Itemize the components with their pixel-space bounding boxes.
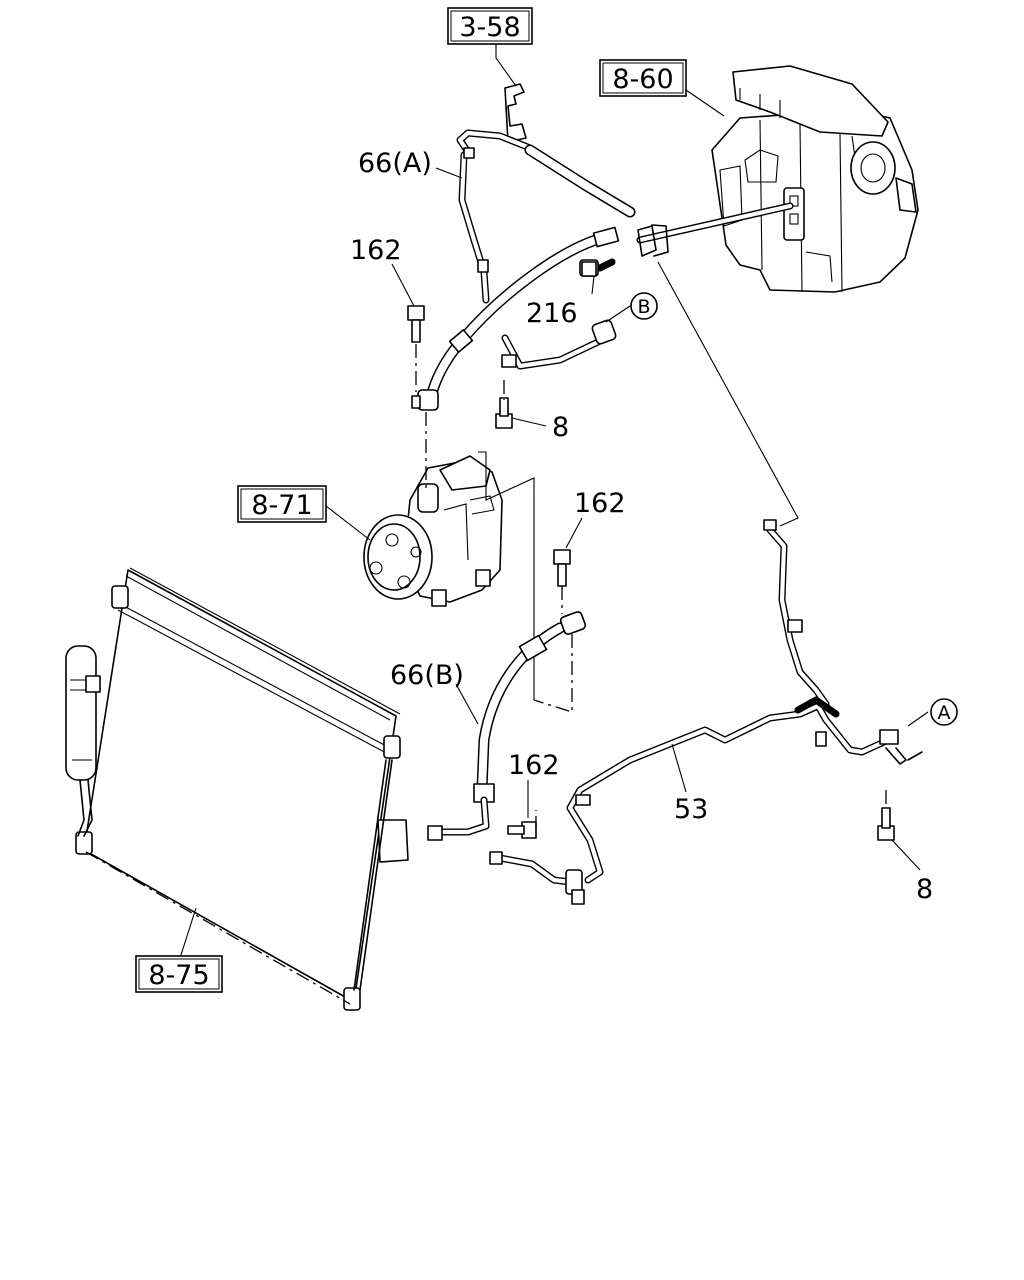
bolts [407,261,895,841]
part-label-216: 216 [526,298,578,329]
hvac-lines [636,202,794,257]
ref-box-3-58[interactable]: 3-58 [447,7,533,45]
compressor-8-71 [363,451,535,700]
leader-lines [179,44,929,959]
bolt-162-top [407,305,425,343]
ref-label-8-71: 8-71 [251,490,312,521]
connector-label-b: B [637,296,650,318]
bolt-8-top [495,397,513,429]
part-label-8-right: 8 [916,874,933,905]
ref-label-8-60: 8-60 [612,64,673,95]
connector-a: A [930,698,958,726]
hose-66b [427,611,587,841]
part-label-162-low: 162 [508,750,560,781]
condenser-8-75 [65,567,409,1011]
bolt-162-low [507,821,537,839]
pipe-53 [489,519,923,905]
ref-box-8-71[interactable]: 8-71 [237,485,327,523]
ref-box-8-75[interactable]: 8-75 [135,955,223,993]
bolt-8-right [877,807,895,841]
bolt-162-mid [553,549,571,587]
assembly-lines [85,344,887,1005]
part-label-66b: 66(B) [390,660,464,691]
ref-label-8-75: 8-75 [148,960,209,991]
part-labels: 66(A) 162 216 8 162 66(B) 162 53 8 [350,148,933,905]
bolt-216 [581,261,597,277]
connector-label-a: A [938,702,951,724]
ref-label-3-58: 3-58 [459,12,520,43]
part-label-8-top: 8 [552,412,569,443]
part-label-162-mid: 162 [574,488,626,519]
ref-box-8-60[interactable]: 8-60 [599,59,687,97]
hvac-unit [711,65,919,293]
part-label-53: 53 [674,794,708,825]
part-label-66a: 66(A) [358,148,432,179]
connector-b: B [630,292,658,320]
bracket-3-58 [504,83,527,143]
part-label-162-top: 162 [350,235,402,266]
hose-66a [411,129,636,411]
